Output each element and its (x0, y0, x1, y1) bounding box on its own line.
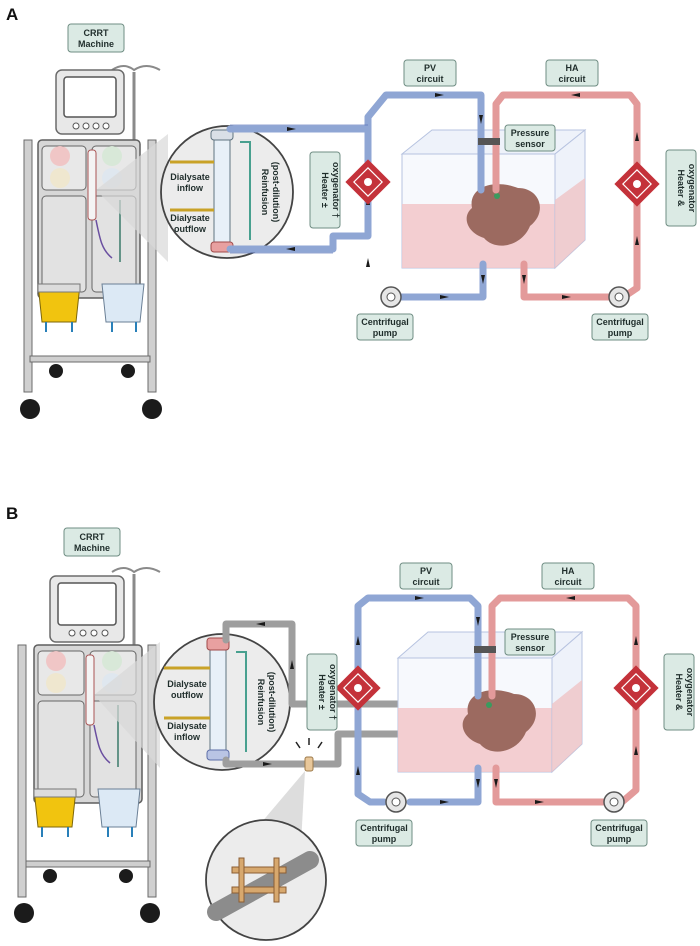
heater-b-left-line1: Heater ± (317, 674, 327, 710)
heater-right (614, 161, 660, 207)
pump-right (608, 286, 630, 308)
pump-b-right-line1: Centrifugal (595, 823, 643, 833)
pressure-b-line1: Pressure (511, 632, 550, 642)
pressure-sensor (478, 138, 500, 145)
crrt-label-line2: Machine (78, 39, 114, 49)
zoom-bottom-line1: Dialysate (170, 213, 210, 223)
pump-right-line2: pump (608, 328, 633, 338)
heater-left (345, 159, 391, 205)
liver (466, 184, 540, 246)
zoom-b-top-line2: outflow (171, 690, 204, 700)
pump-right-b (603, 791, 625, 813)
heater-right-b (613, 665, 659, 711)
filter-zoom: Dialysate inflow Dialysate outflow Reinf… (96, 125, 294, 262)
reinfusion-b-line2: (post-dilution) (267, 672, 277, 732)
zoom-b-bottom-line1: Dialysate (167, 721, 207, 731)
zoom-top-line1: Dialysate (170, 172, 210, 182)
pv-b-line1: PV (420, 566, 432, 576)
heater-left-line2: oxygenator † (331, 162, 341, 218)
panel-b-letter: B (6, 504, 18, 523)
pump-left-b (385, 791, 407, 813)
pump-left-line1: Centrifugal (361, 317, 409, 327)
pressure-label-line1: Pressure (511, 128, 550, 138)
tube-clamp (205, 738, 327, 941)
filter-zoom-b: Dialysate outflow Dialysate inflow Reinf… (94, 633, 291, 771)
pressure-label-line2: sensor (515, 139, 545, 149)
pump-right-line1: Centrifugal (596, 317, 644, 327)
pressure-b-line2: sensor (515, 643, 545, 653)
ha-b-line2: circuit (554, 577, 581, 587)
liver-b (462, 690, 536, 752)
pump-b-left-line1: Centrifugal (360, 823, 408, 833)
heater-b-left-line2: oxygenator † (328, 664, 338, 720)
pump-b-right-line2: pump (607, 834, 632, 844)
pv-b-line2: circuit (412, 577, 439, 587)
pump-b-left-line2: pump (372, 834, 397, 844)
crrt-label-line1: CRRT (84, 28, 109, 38)
zoom-b-top-line1: Dialysate (167, 679, 207, 689)
perfusion-tank-b (396, 630, 584, 774)
heater-right-line1: Heater & (676, 169, 686, 207)
pv-label-line2: circuit (416, 74, 443, 84)
crrt-b-label-line2: Machine (74, 543, 110, 553)
reinfusion-line2: (post-dilution) (271, 162, 281, 222)
heater-b-right-line1: Heater & (674, 673, 684, 711)
ha-label-line1: HA (566, 63, 579, 73)
zoom-b-bottom-line2: inflow (174, 732, 201, 742)
pump-left-line2: pump (373, 328, 398, 338)
panel-b: B CRRT Machine (6, 504, 695, 941)
heater-right-line2: oxygenator (687, 164, 697, 213)
ha-b-line1: HA (562, 566, 575, 576)
zoom-top-line2: inflow (177, 183, 204, 193)
pump-left (380, 286, 402, 308)
panel-a-letter: A (6, 5, 18, 24)
crrt-grey-tubing (222, 620, 460, 768)
crrt-machine-b: CRRT Machine (14, 527, 161, 923)
heater-left-line1: Heater ± (320, 172, 330, 208)
reinfusion-line1: Reinfusion (260, 169, 270, 216)
panel-a: A CRRT Machine (6, 5, 697, 419)
pressure-sensor-b (474, 646, 496, 653)
zoom-bottom-line2: outflow (174, 224, 207, 234)
heater-b-right-line2: oxygenator (685, 668, 695, 717)
ha-label-line2: circuit (558, 74, 585, 84)
crrt-b-label-line1: CRRT (80, 532, 105, 542)
pv-label-line1: PV (424, 63, 436, 73)
reinfusion-b-line1: Reinfusion (256, 679, 266, 726)
